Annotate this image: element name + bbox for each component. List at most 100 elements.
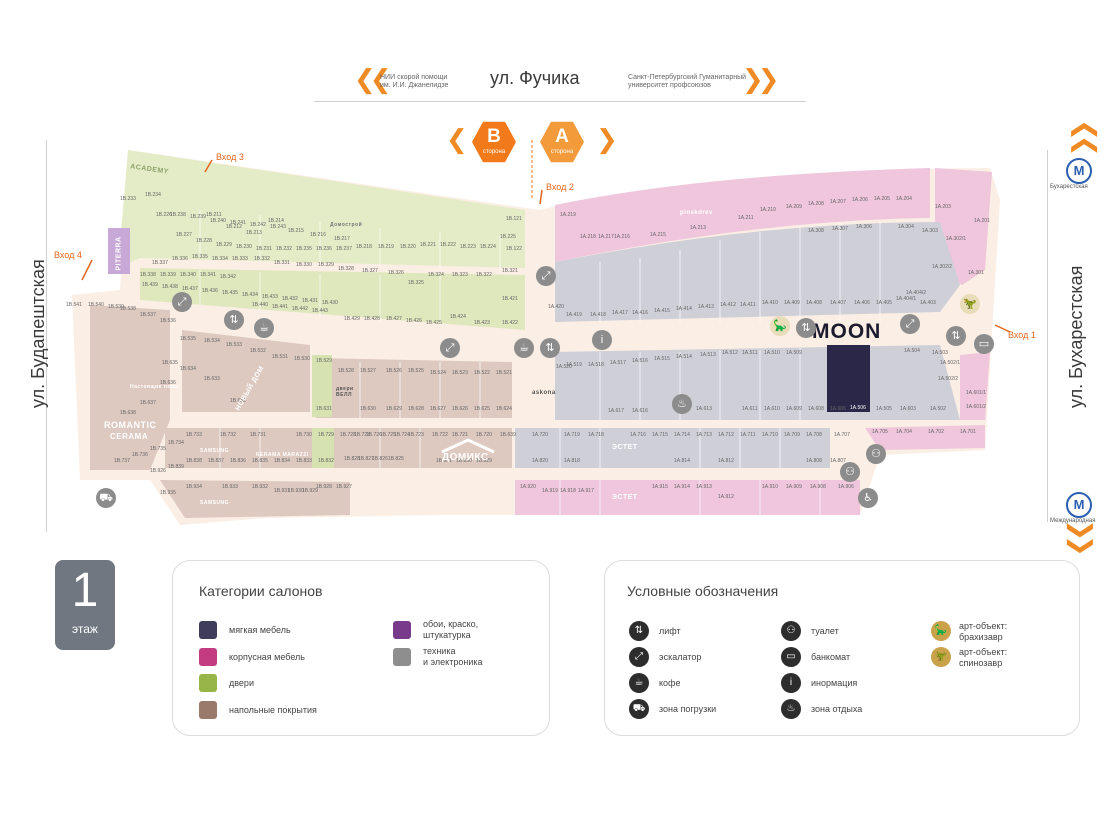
toilet-icon[interactable]: ⚇: [840, 462, 860, 482]
unit-label: 1А.917: [578, 488, 594, 494]
kerama-brand-label: KERAMA MARAZZI: [256, 452, 309, 458]
unit-label: 1B.639: [500, 432, 516, 438]
unit-label: 1А.506: [850, 405, 866, 411]
unit-label: 1B.536: [160, 318, 176, 324]
unit-label: 1B.827: [358, 456, 374, 462]
unit-label: 1А.411: [740, 302, 756, 308]
coffee-icon[interactable]: ☕: [514, 338, 534, 358]
wheelchair-icon[interactable]: ♿: [858, 488, 878, 508]
unit-label: 1А.416: [632, 310, 648, 316]
unit-label: 1А.201: [974, 218, 990, 224]
unit-label: 1B.530: [294, 356, 310, 362]
legend-label: эскалатор: [659, 652, 702, 662]
unit-label: 1А.219: [560, 212, 576, 218]
elevator-icon[interactable]: ⇅: [796, 318, 816, 338]
dinosaur-spinosaurus-icon[interactable]: 🦖: [960, 294, 980, 314]
unit-label: 1А.818: [564, 458, 580, 464]
unit-label: 1А.707: [834, 432, 850, 438]
unit-label: 1А.218: [580, 234, 596, 240]
unit-label: 1B.421: [502, 296, 518, 302]
elevator-icon[interactable]: ⇅: [540, 338, 560, 358]
toilet-icon: ⚇: [781, 621, 801, 641]
unit-label: 1B.634: [180, 366, 196, 372]
street-top-label: ул. Фучика: [490, 68, 580, 88]
rest-zone-icon[interactable]: ♨: [672, 394, 692, 414]
unit-label: 1А.215: [650, 232, 666, 238]
unit-label: 1B.932: [252, 484, 268, 490]
unit-label: 1B.523: [452, 370, 468, 376]
loading-zone-icon[interactable]: ⛟: [96, 488, 116, 508]
unit-label: 1А.915: [652, 484, 668, 490]
unit-label: 1А.408: [806, 300, 822, 306]
unit-label: 1А.303: [922, 228, 938, 234]
coffee-icon[interactable]: ☕: [254, 318, 274, 338]
unit-label: 1B.934: [186, 484, 202, 490]
unit-label: 1B.636: [160, 380, 176, 386]
unit-label: 1B.241: [230, 220, 246, 226]
samsung-brand-label: SAMSUNG: [200, 448, 230, 454]
pinskdrev-brand-label: pinskdrev: [680, 210, 713, 216]
toilet-icon[interactable]: ⚇: [866, 444, 886, 464]
estet-brand-label: ЭСТЕТ: [612, 494, 638, 501]
unit-label: 1B.228: [196, 238, 212, 244]
unit-label: 1B.330: [296, 262, 312, 268]
askona-brand-label: askona: [532, 390, 556, 396]
unit-label: 1B.935: [160, 490, 176, 496]
domiks-logo: [440, 438, 496, 464]
left-street-line: [46, 140, 47, 532]
atm-icon: ▭: [781, 647, 801, 667]
unit-label: 1А.715: [652, 432, 668, 438]
nastoyashchie-brand-label: Настоящие полы: [130, 384, 180, 390]
legend-panel: Условные обозначения ⇅ лифт ⤢ эскалатор …: [604, 560, 1080, 736]
unit-label: 1А.702: [928, 429, 944, 435]
escalator-icon[interactable]: ⤢: [900, 314, 920, 334]
unit-label: 1B.721: [452, 432, 468, 438]
unit-label: 1А.719: [564, 432, 580, 438]
unit-label: 1А.913: [696, 484, 712, 490]
unit-label: 1А.409: [784, 300, 800, 306]
legend-label: банкомат: [811, 652, 851, 662]
info-icon[interactable]: i: [592, 330, 612, 350]
unit-label: 1B.428: [364, 316, 380, 322]
unit-label: 1B.537: [140, 312, 156, 318]
unit-label: 1B.213: [246, 230, 262, 236]
elevator-icon[interactable]: ⇅: [224, 310, 244, 330]
escalator-icon[interactable]: ⤢: [172, 292, 192, 312]
unit-label: 1B.439: [142, 282, 158, 288]
unit-label: 1B.532: [250, 348, 266, 354]
unit-label: 1А.404/1: [896, 296, 917, 302]
unit-label: 1А.417: [612, 310, 628, 316]
unit-label: 1B.525: [408, 368, 424, 374]
metro-bottom-name: Международная: [1050, 518, 1096, 524]
atm-icon[interactable]: ▭: [974, 334, 994, 354]
unit-label: 1B.232: [276, 246, 292, 252]
dinosaur-brachiosaurus-icon[interactable]: 🦕: [770, 316, 790, 336]
escalator-icon[interactable]: ⤢: [536, 266, 556, 286]
legend-label: кофе: [659, 678, 681, 688]
unit-label: 1А.511: [742, 350, 758, 356]
unit-label: 1B.529: [316, 358, 332, 364]
unit-label: 1А.518: [588, 362, 604, 368]
electronics-swatch-icon: [393, 648, 411, 666]
moon-store[interactable]: [827, 345, 870, 412]
domostroy-brand-label: Домострой: [330, 222, 363, 228]
b-side-floor-zone-bottom: [160, 480, 350, 518]
floor-label: этаж: [72, 622, 98, 636]
unit-label: 1А.712: [718, 432, 734, 438]
unit-label: 1B.233: [120, 196, 136, 202]
entrance-1-label: Вход 1: [1008, 330, 1036, 340]
unit-label: 1B.324: [428, 272, 444, 278]
unit-label: 1B.632: [230, 398, 246, 404]
unit-label: 1А.308: [808, 228, 824, 234]
unit-label: 1А.216: [614, 234, 630, 240]
unit-label: 1B.834: [274, 458, 290, 464]
b-side-door-unit: [312, 355, 332, 417]
unit-label: 1B.335: [192, 254, 208, 260]
elevator-icon[interactable]: ⇅: [946, 326, 966, 346]
unit-label: 1B.436: [202, 288, 218, 294]
floor-map: [72, 140, 1011, 525]
unit-label: 1А.914: [674, 484, 690, 490]
escalator-icon[interactable]: ⤢: [440, 338, 460, 358]
unit-label: 1B.723: [408, 432, 424, 438]
legend-label: арт-объект: спинозавр: [959, 647, 1008, 668]
